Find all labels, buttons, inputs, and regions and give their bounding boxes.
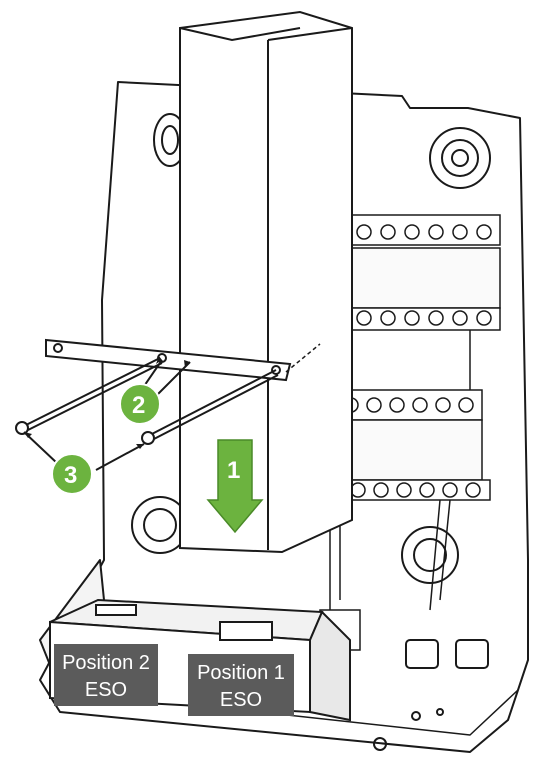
position-2-title: Position 2 (62, 652, 150, 674)
alignment-dash (285, 343, 321, 373)
plate-slot-right (455, 639, 489, 669)
terminal-screw (350, 482, 366, 498)
breaker-screws (308, 224, 492, 498)
terminal-screw (476, 224, 492, 240)
terminal-screw (396, 482, 412, 498)
plate-slot-left (405, 639, 439, 669)
terminal-screw (452, 310, 468, 326)
terminal-screw (428, 310, 444, 326)
terminal-screw (428, 224, 444, 240)
terminal-screw (458, 397, 474, 413)
step-3-number: 3 (64, 462, 77, 489)
arrow-3-to-screw-right (95, 443, 145, 471)
terminal-screw (419, 482, 435, 498)
terminal-screw (476, 310, 492, 326)
terminal-screw (412, 397, 428, 413)
position-1-label: Position 1 ESO (188, 654, 294, 716)
terminal-screw (356, 224, 372, 240)
terminal-screw (404, 310, 420, 326)
mounting-hole-bottom-right (401, 526, 459, 584)
terminal-screw (366, 397, 382, 413)
terminal-screw (442, 482, 458, 498)
arrow-3-to-screw-left (23, 431, 59, 465)
step-3-badge: 3 (51, 453, 93, 495)
position-1-title: Position 1 (197, 662, 285, 684)
mounting-hole-bottom-left (131, 496, 189, 554)
screw-left (15, 357, 163, 435)
screw-right (141, 369, 279, 445)
step-1-arrow: 1 (206, 439, 264, 534)
step-2-badge: 2 (119, 383, 161, 425)
mounting-hole-top-right (429, 127, 491, 189)
step-2-number: 2 (132, 392, 145, 419)
terminal-screw (356, 310, 372, 326)
terminal-screw (404, 224, 420, 240)
position-2-subtitle: ESO (85, 679, 127, 701)
terminal-screw (435, 397, 451, 413)
terminal-screw (389, 397, 405, 413)
step-1-number: 1 (227, 457, 240, 484)
position-1-subtitle: ESO (220, 689, 262, 711)
terminal-screw (465, 482, 481, 498)
terminal-screw (373, 482, 389, 498)
terminal-screw (380, 310, 396, 326)
terminal-screw (380, 224, 396, 240)
mounting-bar (45, 338, 292, 382)
terminal-screw (452, 224, 468, 240)
front-enclosure (179, 10, 353, 554)
position-2-label: Position 2 ESO (54, 644, 158, 706)
